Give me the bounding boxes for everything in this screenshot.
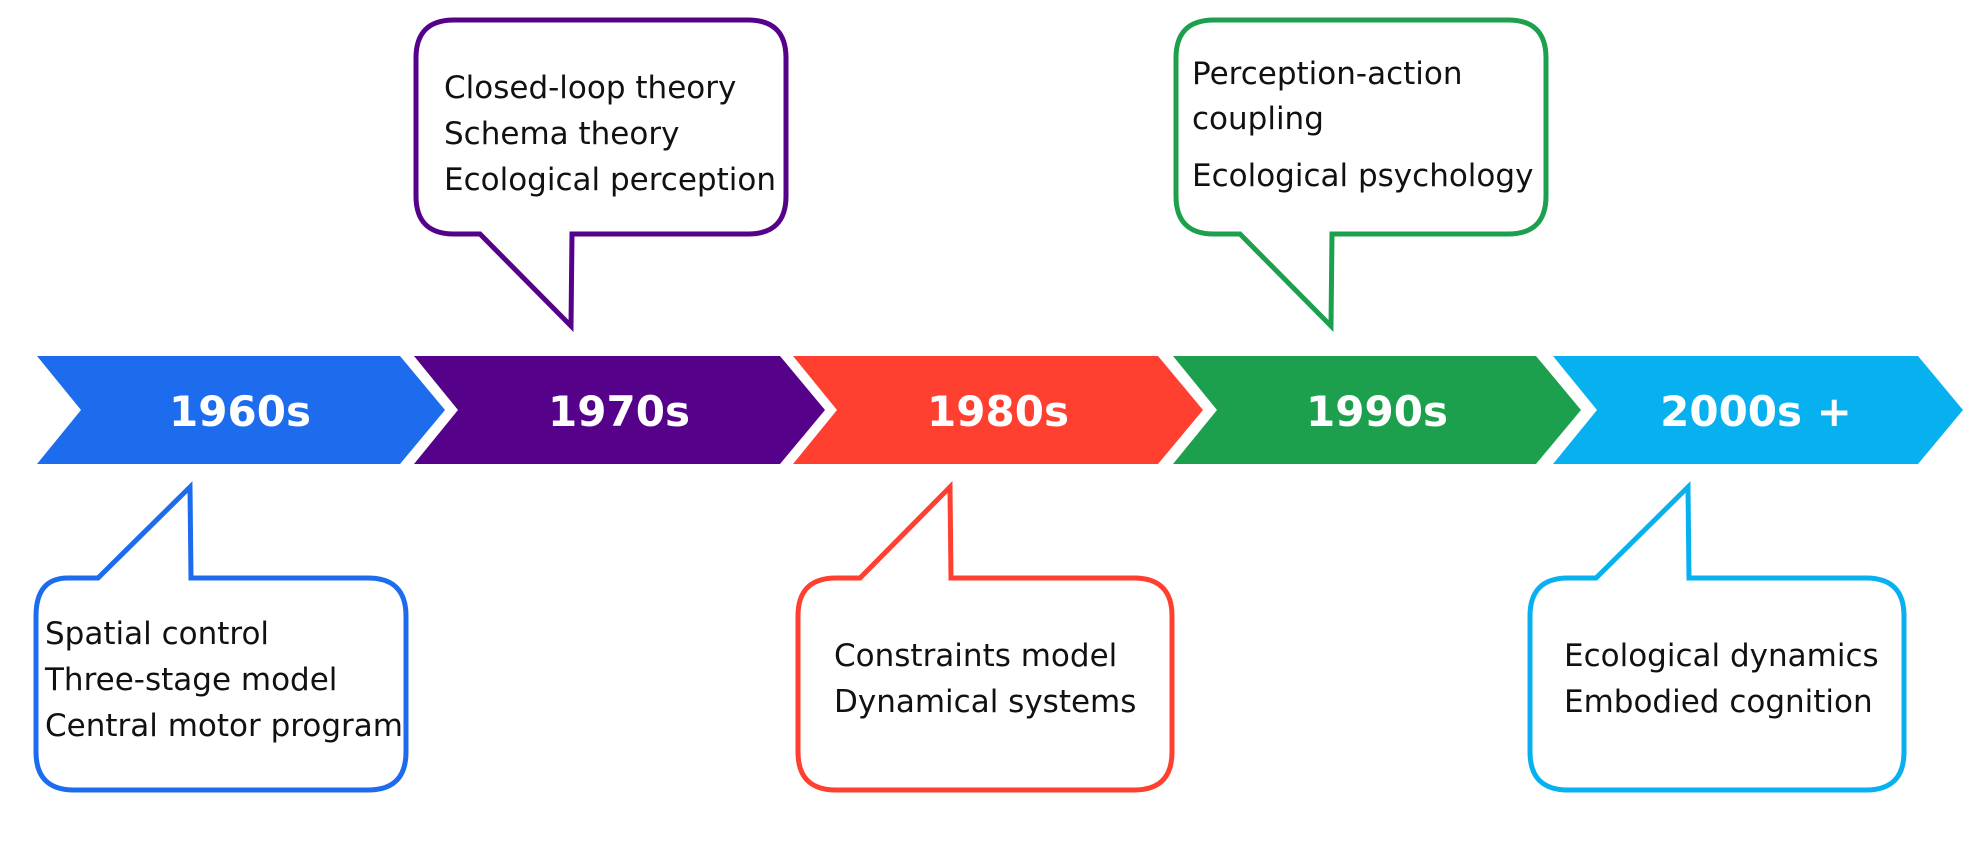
chevron-1990s <box>1173 356 1581 464</box>
decade-label-1980s: 1980s <box>927 387 1069 436</box>
callout-line-1990s-1: Perception-action <box>1192 56 1463 92</box>
decade-label-2000s: 2000s + <box>1660 387 1852 436</box>
callout-1980s: Constraints model Dynamical systems <box>795 480 1175 793</box>
callout-line-1980s-2: Dynamical systems <box>834 684 1136 720</box>
callout-bubble-1960s <box>33 481 409 793</box>
callout-line-1990s-3: Ecological psychology <box>1192 158 1533 194</box>
chevron-1980s <box>793 356 1203 464</box>
callout-line-1960s-1: Spatial control <box>45 616 269 652</box>
callout-line-1970s-3: Ecological perception <box>444 162 776 198</box>
chevron-2000s <box>1553 356 1963 464</box>
chevron-1960s <box>37 356 445 464</box>
callout-1970s: Closed-loop theory Schema theory Ecologi… <box>413 17 789 333</box>
callout-line-1980s-1: Constraints model <box>834 638 1117 674</box>
callout-bubble-1980s <box>795 480 1175 793</box>
callout-line-1970s-1: Closed-loop theory <box>444 70 736 106</box>
callout-1990s: Perception-action coupling Ecological ps… <box>1173 17 1549 333</box>
chevron-1970s <box>414 356 825 464</box>
chevron-band: 1960s 1970s 1980s 1990s 2000s + <box>37 356 1963 464</box>
callout-bubble-1990s <box>1173 17 1549 333</box>
decade-label-1970s: 1970s <box>548 387 690 436</box>
callout-bubble-2000s <box>1527 481 1907 793</box>
decade-label-1960s: 1960s <box>169 387 311 436</box>
decade-label-1990s: 1990s <box>1306 387 1448 436</box>
callout-bubble-1970s <box>413 17 789 333</box>
callout-line-2000s-2: Embodied cognition <box>1564 684 1873 720</box>
callout-line-1960s-2: Three-stage model <box>44 662 337 698</box>
callout-line-1990s-2: coupling <box>1192 101 1324 137</box>
callout-line-1970s-2: Schema theory <box>444 116 679 152</box>
callout-1960s: Spatial control Three-stage model Centra… <box>33 481 409 793</box>
callout-2000s: Ecological dynamics Embodied cognition <box>1527 481 1907 793</box>
callout-line-1960s-3: Central motor program <box>45 708 403 744</box>
callout-line-2000s-1: Ecological dynamics <box>1564 638 1879 674</box>
